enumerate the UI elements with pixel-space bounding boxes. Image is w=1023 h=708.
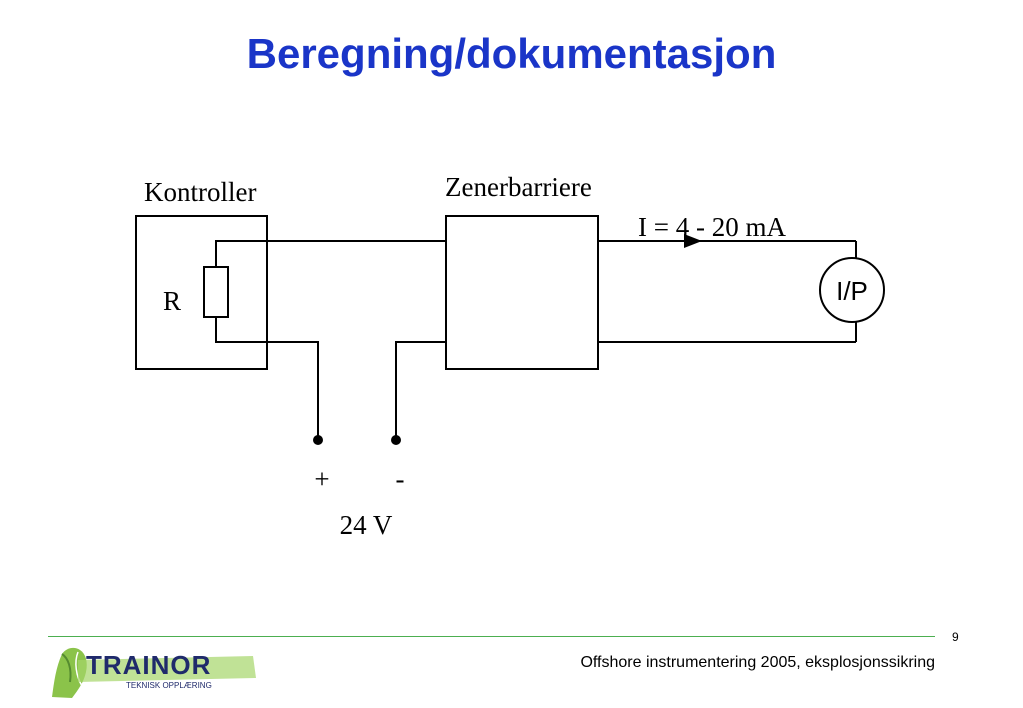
slide-title: Beregning/dokumentasjon — [246, 30, 777, 77]
svg-text:TRAINOR: TRAINOR — [86, 650, 211, 680]
footer-rule — [48, 636, 935, 637]
svg-text:TEKNISK OPPLÆRING: TEKNISK OPPLÆRING — [126, 681, 212, 690]
controller-label: Kontroller — [144, 177, 256, 207]
controller-box — [135, 215, 268, 370]
resistor-bottom-lead — [215, 317, 319, 440]
resistor — [203, 266, 229, 318]
plus-terminal — [313, 435, 323, 445]
resistor-label: R — [163, 286, 181, 316]
trainor-logo: TRAINOR TEKNISK OPPLÆRING — [52, 647, 256, 698]
current-direction-arrow — [684, 234, 702, 248]
plus-label: + — [314, 464, 329, 494]
minus-supply-wire — [395, 341, 446, 440]
barrier-label: Zenerbarriere — [445, 172, 592, 202]
supply-voltage-label: 24 V — [340, 510, 393, 540]
current-label: I = 4 - 20 mA — [638, 212, 786, 242]
zener-barrier-box — [445, 215, 599, 370]
page-number: 9 — [952, 630, 959, 644]
minus-terminal — [391, 435, 401, 445]
ip-converter-circle — [819, 257, 885, 323]
footer-caption: Offshore instrumentering 2005, eksplosjo… — [580, 654, 935, 671]
minus-label: - — [396, 464, 405, 494]
resistor-top-lead — [215, 240, 446, 267]
converter-label: I/P — [836, 276, 868, 306]
